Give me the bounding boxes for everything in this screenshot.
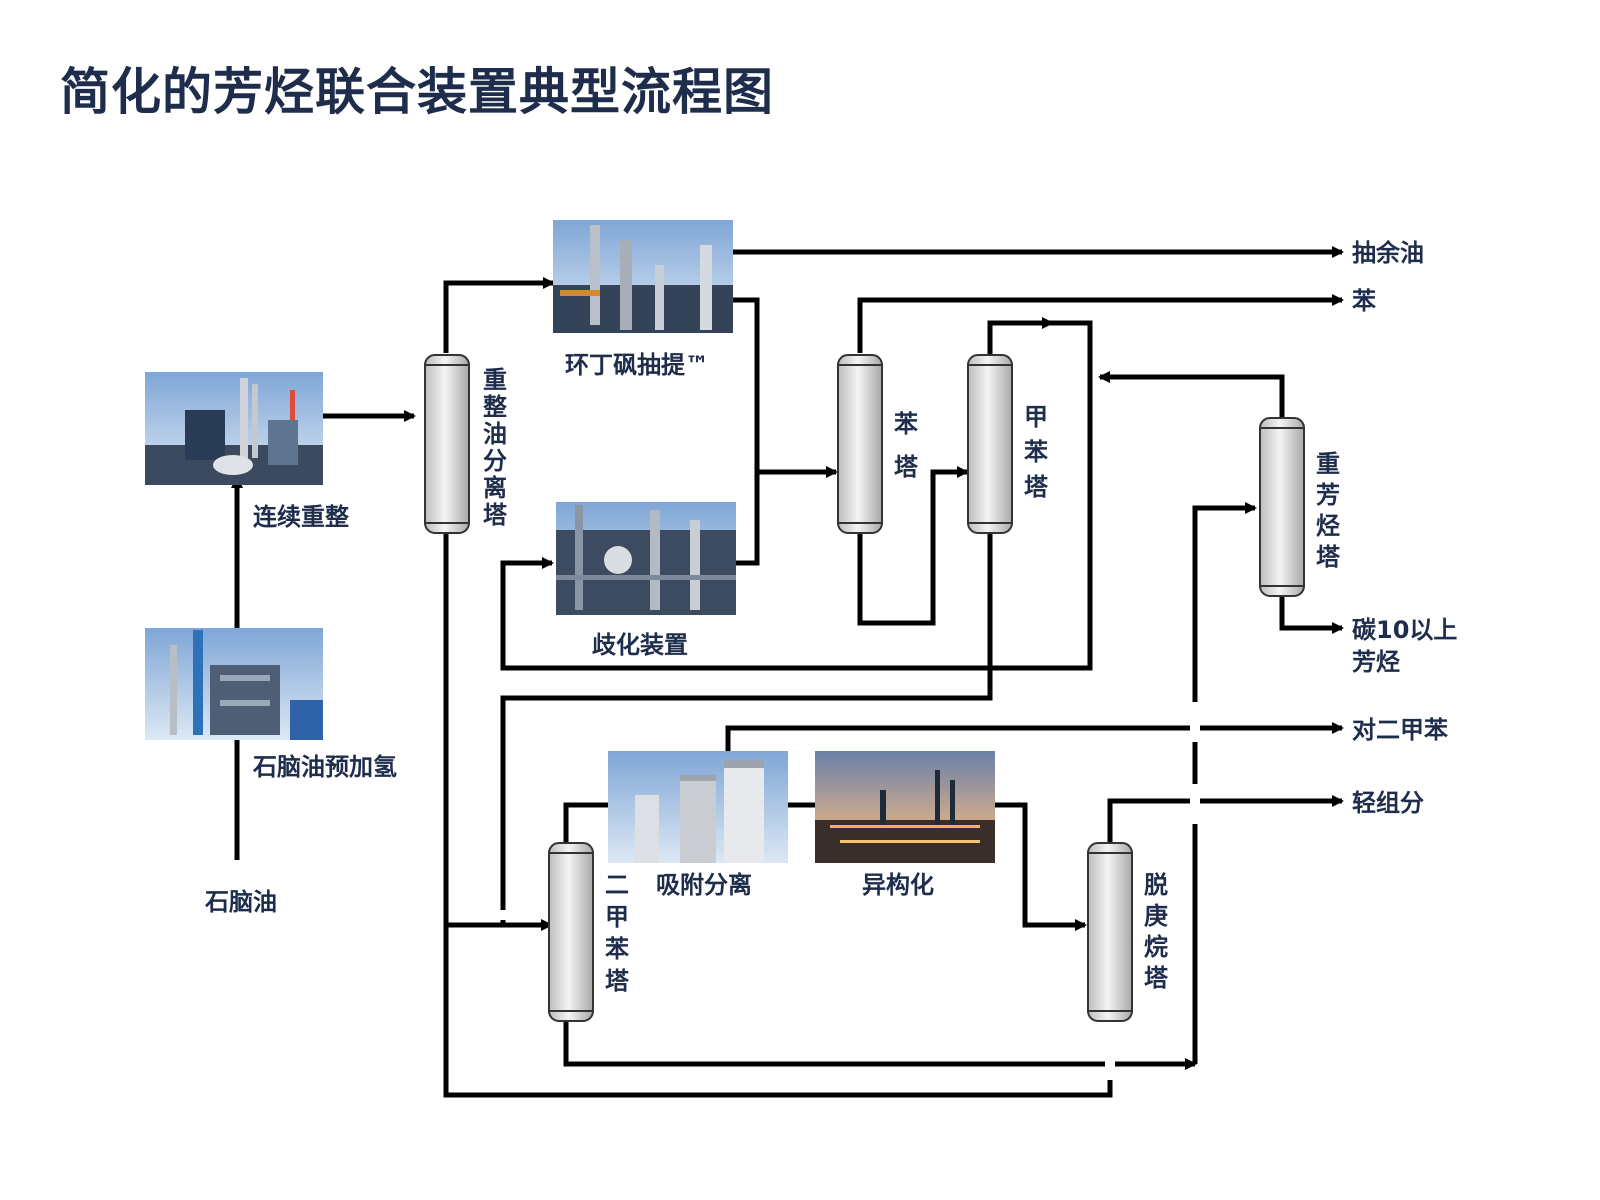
benzene-bottoms-line — [857, 466, 969, 626]
extraction-photo — [553, 220, 733, 333]
benzene-product-line — [857, 294, 1344, 353]
toluene-overhead-line — [987, 317, 1054, 355]
heavy-aromatics-overhead-line — [1098, 371, 1285, 418]
naphtha-hydrotreating-label: 石脑油预加氢 — [252, 753, 397, 781]
toluene-column-label: 甲苯塔 — [1023, 403, 1049, 501]
paraxylene-line — [725, 722, 1344, 751]
disproportionation-photo — [556, 502, 736, 615]
splitter-to-extraction-line — [443, 277, 555, 353]
toluene-bottoms-line — [500, 532, 993, 925]
reformate-splitter-label-text: 重整油分离塔 — [483, 366, 508, 529]
isomerization-to-deheptanizer-line — [993, 802, 1087, 931]
xylene-column-label-text: 二甲苯塔 — [604, 871, 630, 995]
isomerization-photo — [815, 751, 995, 863]
xylene-overhead-line — [563, 802, 610, 845]
reforming-photo — [145, 372, 323, 485]
raffinate-label: 抽余油 — [1352, 239, 1424, 267]
light-ends-line — [1107, 795, 1344, 845]
disproportionation-label: 歧化装置 — [592, 631, 688, 659]
deheptanizer-vessel — [1087, 842, 1133, 1022]
c10-plus-label-line1: 碳10以上 — [1352, 616, 1457, 644]
c10-plus-label-line2: 芳烃 — [1352, 648, 1400, 676]
reformate-splitter-vessel — [424, 354, 470, 534]
crossing-gaps — [498, 702, 1200, 1080]
light-ends-label: 轻组分 — [1352, 789, 1424, 817]
toluene-column-vessel — [967, 354, 1013, 534]
flow-lines — [231, 246, 1344, 1098]
benzene-column-label-text: 苯塔 — [893, 410, 919, 481]
continuous-reforming-label: 连续重整 — [253, 503, 349, 531]
isomerization-label: 异构化 — [862, 871, 934, 899]
hydrotreating-photo — [145, 628, 323, 740]
deheptanizer-label: 脱庚烷塔 — [1144, 871, 1169, 992]
reformate-splitter-label: 重整油分离塔 — [483, 366, 508, 529]
toluene-column-label-text: 甲苯塔 — [1023, 403, 1049, 501]
adsorption-photo — [608, 751, 788, 863]
heavy-feed-riser-line — [1192, 502, 1257, 1064]
xylene-column-label: 二甲苯塔 — [604, 871, 630, 995]
sulfolane-extraction-label: 环丁砜抽提™ — [565, 351, 709, 379]
paraxylene-label: 对二甲苯 — [1352, 716, 1448, 744]
c10-plus-line — [1279, 597, 1344, 634]
heavy-aromatics-column-label-text: 重芳烃塔 — [1316, 450, 1341, 571]
xylene-column-vessel — [548, 842, 594, 1022]
xylene-bottoms-line — [563, 1020, 1197, 1070]
extract-to-benzene-column-line — [733, 297, 760, 566]
toluene-recycle-line — [500, 320, 1093, 671]
benzene-label: 苯 — [1351, 287, 1376, 315]
heavy-aromatics-column-vessel — [1259, 417, 1305, 597]
page-title: 简化的芳烃联合装置典型流程图 — [60, 63, 774, 121]
naphtha-feed-label: 石脑油 — [204, 888, 277, 916]
adsorption-separation-label: 吸附分离 — [656, 871, 752, 899]
deheptanizer-label-text: 脱庚烷塔 — [1144, 871, 1169, 992]
heavy-aromatics-column-label: 重芳烃塔 — [1316, 450, 1341, 571]
benzene-column-vessel — [837, 354, 883, 534]
benzene-column-label: 苯塔 — [893, 410, 919, 481]
